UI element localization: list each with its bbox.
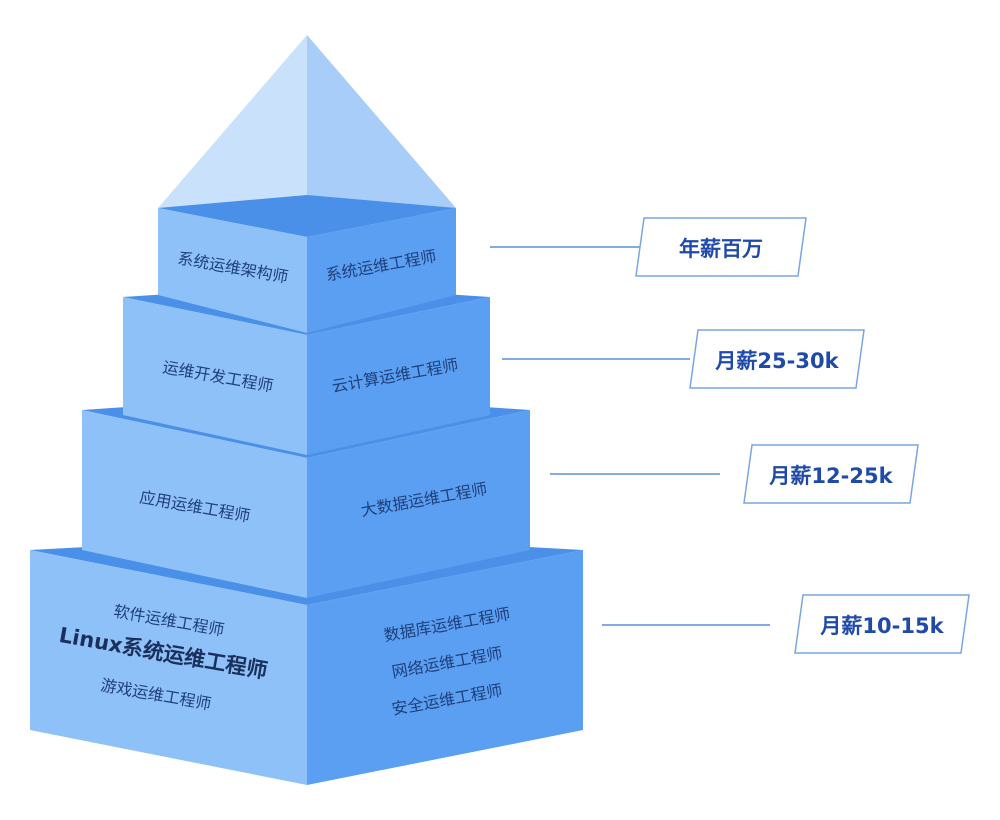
salary-badge-2-frame [689,329,865,389]
tier-1 [158,195,456,333]
roof-left-face [158,35,307,237]
tier-4-right-face [307,550,583,785]
salary-badge-1-label: 年薪百万 [679,237,763,261]
salary-badge-1: 年薪百万 [635,217,807,277]
salary-badge-3-frame [743,444,919,504]
tier-1-top-face [158,195,456,237]
salary-badge-2-label: 月薪25-30k [714,349,839,373]
roof-right-face [307,35,456,237]
salary-badge-4: 月薪10-15k [794,594,970,654]
salary-badge-3: 月薪12-25k [743,444,919,504]
tier-4-left-face [30,550,307,785]
tier-2-left-face [123,297,307,455]
salary-badge-3-label: 月薪12-25k [768,464,893,488]
tier-3-right-face [307,410,530,598]
pyramid-roof [158,35,456,237]
tier-3-left-face [82,410,307,598]
salary-badge-2: 月薪25-30k [689,329,865,389]
tier-1-left-face [158,208,307,333]
tier-1-right-face [307,208,456,333]
salary-badge-4-frame [794,594,970,654]
tier-2-right-face [307,297,490,455]
salary-badge-1-frame [635,217,807,277]
salary-badge-4-label: 月薪10-15k [819,614,944,638]
connector-lines [490,246,770,626]
